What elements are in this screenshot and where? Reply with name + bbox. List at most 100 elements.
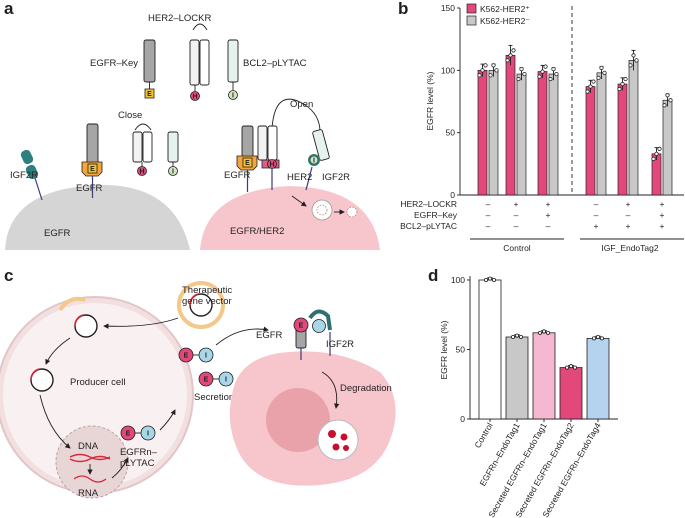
lysosome-icon — [317, 419, 359, 461]
dna-label: DNA — [78, 441, 99, 452]
bcl2-plytac-icon: I — [227, 39, 239, 100]
chart-b-group-label: Control — [503, 243, 531, 253]
chart-b-sign: + — [546, 210, 551, 220]
gene-vector-icon — [177, 281, 225, 329]
chart-b-sign: – — [486, 221, 491, 231]
panel-a-letter: a — [4, 0, 14, 18]
svg-text:I: I — [232, 93, 234, 100]
lockr-closed-icon: H — [132, 123, 153, 176]
chart-d-point — [600, 336, 605, 341]
chart-b-sign: – — [514, 221, 519, 231]
chart-b-legend-label: K562-HER2⁺ — [480, 4, 530, 14]
chart-d-point — [546, 330, 551, 335]
egfr-plytac-complex-icon: E — [293, 309, 332, 360]
chart-b-point — [494, 68, 499, 73]
igf2r-left-icon — [20, 149, 43, 201]
panel-b-letter: b — [398, 0, 408, 18]
egfr-receptor-right-icon: E — [236, 125, 258, 192]
chart-b-point — [657, 146, 662, 151]
chart-d-ytick-label: 0 — [460, 414, 465, 424]
chart-b-point — [477, 73, 482, 78]
chart-d-point — [510, 334, 515, 339]
chart-b-row-label: EGFR–Key — [414, 210, 458, 220]
svg-text:E: E — [204, 377, 209, 384]
chart-b-point — [540, 69, 545, 74]
therapeutic-label-1: Therapeutic — [182, 285, 232, 296]
svg-text:I: I — [205, 353, 207, 360]
svg-text:I: I — [313, 158, 315, 165]
secreted-plytac-1-icon: E I — [178, 347, 214, 363]
open-label: Open — [290, 99, 313, 110]
chart-b-legend-swatch — [466, 3, 477, 14]
chart-d-point — [573, 365, 578, 370]
svg-text:E: E — [126, 431, 131, 438]
panel-d-letter: d — [428, 266, 438, 285]
chart-b-ytick-label: 100 — [441, 65, 455, 75]
svg-text:E: E — [245, 160, 250, 167]
chart-b-ytick-label: 0 — [450, 190, 455, 200]
chart-b-point — [516, 76, 521, 82]
chart-b-group-label: IGF_EndoTag2 — [601, 243, 658, 253]
degraded-fragment-icon — [346, 206, 358, 218]
panel-c-letter: c — [4, 266, 13, 285]
igf2r-left-label: IGF2R — [10, 170, 38, 181]
chart-d-point — [515, 333, 520, 338]
chart-d-point — [569, 364, 574, 369]
igf2r-right-icon: I — [305, 129, 330, 191]
secreted-plytac-2-icon: E I — [198, 371, 234, 387]
panel-a: a HER2–LOCKR H EGFR–Key E BCL2–pLYTAC I — [4, 0, 380, 250]
chart-b-bar — [662, 99, 673, 196]
egfr-label-1: EGFR — [76, 183, 103, 194]
chart-b-point — [665, 93, 670, 98]
chart-b-bar — [628, 60, 639, 196]
chart-b-legend-swatch — [466, 15, 477, 26]
chart-d-point — [592, 336, 597, 341]
svg-text:I: I — [172, 169, 174, 176]
chart-d-point — [542, 329, 547, 334]
chart-d-bar — [478, 279, 502, 420]
chart-b-sign: – — [546, 221, 551, 231]
chart-d-point — [519, 334, 524, 339]
chart-d-point — [538, 330, 543, 335]
chart-b-legend-label: K562-HER2⁻ — [480, 16, 530, 26]
chart-b-point — [588, 84, 593, 89]
egfr-receptor-left-icon: E — [81, 123, 103, 198]
chart-b-sign: – — [514, 210, 519, 220]
cell-right — [200, 186, 380, 250]
chart-d-point — [487, 276, 492, 281]
chart-b-sign: + — [594, 221, 599, 231]
lockr-open-icon: H — [257, 125, 280, 190]
svg-text:I: I — [147, 431, 149, 438]
chart-b-point — [628, 63, 633, 68]
chart-b-bar — [505, 55, 516, 196]
chart-b-sign: – — [594, 199, 599, 209]
chart-b-point — [634, 58, 639, 63]
chart-b-point — [491, 63, 496, 68]
chart-b-sign: – — [594, 210, 599, 220]
svg-text:I: I — [225, 377, 227, 384]
chart-b-point — [508, 53, 513, 58]
chart-b-point — [519, 66, 524, 72]
chart-b-point — [522, 71, 527, 77]
svg-text:E: E — [184, 353, 189, 360]
chart-b-point — [537, 74, 542, 79]
chart-b-bar — [548, 73, 559, 196]
egfr-key-label: EGFR–Key — [90, 58, 138, 69]
chart-b-bar — [617, 83, 628, 196]
chart-b-point — [551, 66, 556, 72]
chart-b-point — [480, 68, 485, 73]
cell-left — [5, 184, 190, 250]
close-label: Close — [118, 110, 142, 121]
chart-d-bar — [532, 332, 556, 420]
chart-b-point — [596, 75, 601, 80]
chart-b-bar — [516, 73, 527, 196]
chart-b-point — [483, 63, 488, 68]
egfrn-label-2: pLYTAC — [120, 458, 155, 469]
chart-b-row-label: BCL2–pLYTAC — [400, 221, 457, 231]
chart-b-point — [488, 73, 493, 78]
chart-b-sign: + — [660, 210, 665, 220]
chart-b-ytick-label: 50 — [446, 128, 456, 138]
chart-b-point — [654, 151, 659, 156]
